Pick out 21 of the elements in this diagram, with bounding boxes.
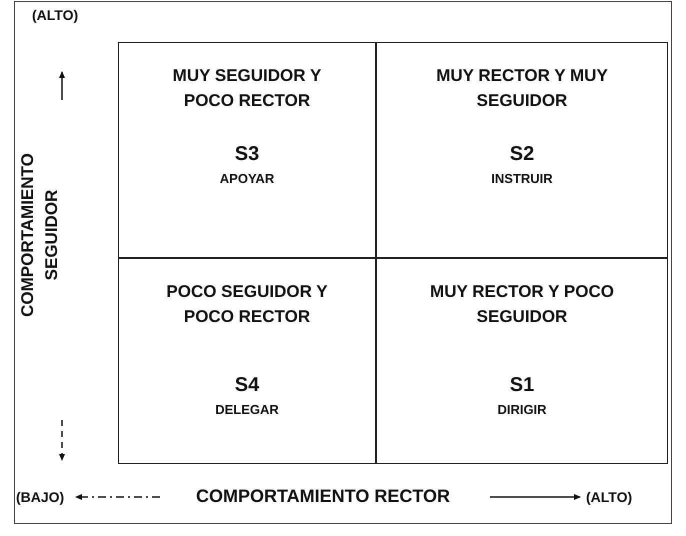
style-code: S1: [508, 374, 536, 397]
axis-end-label: (ALTO): [32, 7, 78, 23]
style-code: S2: [508, 143, 536, 166]
style-verb: DIRIGIR: [496, 402, 548, 417]
quadrant-cell: [376, 258, 668, 464]
quadrant-cell: [118, 258, 376, 464]
quadrant-heading: MUY RECTOR Y POCO SEGUIDOR: [429, 281, 615, 328]
axis-end-label: (ALTO): [586, 489, 632, 505]
axis-title: COMPORTAMIENTO SEGUIDOR: [17, 152, 62, 319]
quadrant-heading: POCO SEGUIDOR Y POCO RECTOR: [165, 281, 329, 328]
quadrant-heading: MUY SEGUIDOR Y POCO RECTOR: [172, 65, 322, 112]
style-verb: DELEGAR: [214, 402, 280, 417]
axis-title: COMPORTAMIENTO RECTOR: [196, 486, 450, 507]
quadrant-heading: MUY RECTOR Y MUY SEGUIDOR: [435, 65, 609, 112]
style-verb: APOYAR: [218, 171, 276, 186]
axis-end-label: (BAJO): [16, 489, 64, 505]
style-code: S4: [234, 374, 260, 397]
quadrant-cell: [376, 42, 668, 258]
quadrant-cell: [118, 42, 376, 258]
style-verb: INSTRUIR: [490, 171, 554, 186]
style-code: S3: [234, 143, 260, 166]
